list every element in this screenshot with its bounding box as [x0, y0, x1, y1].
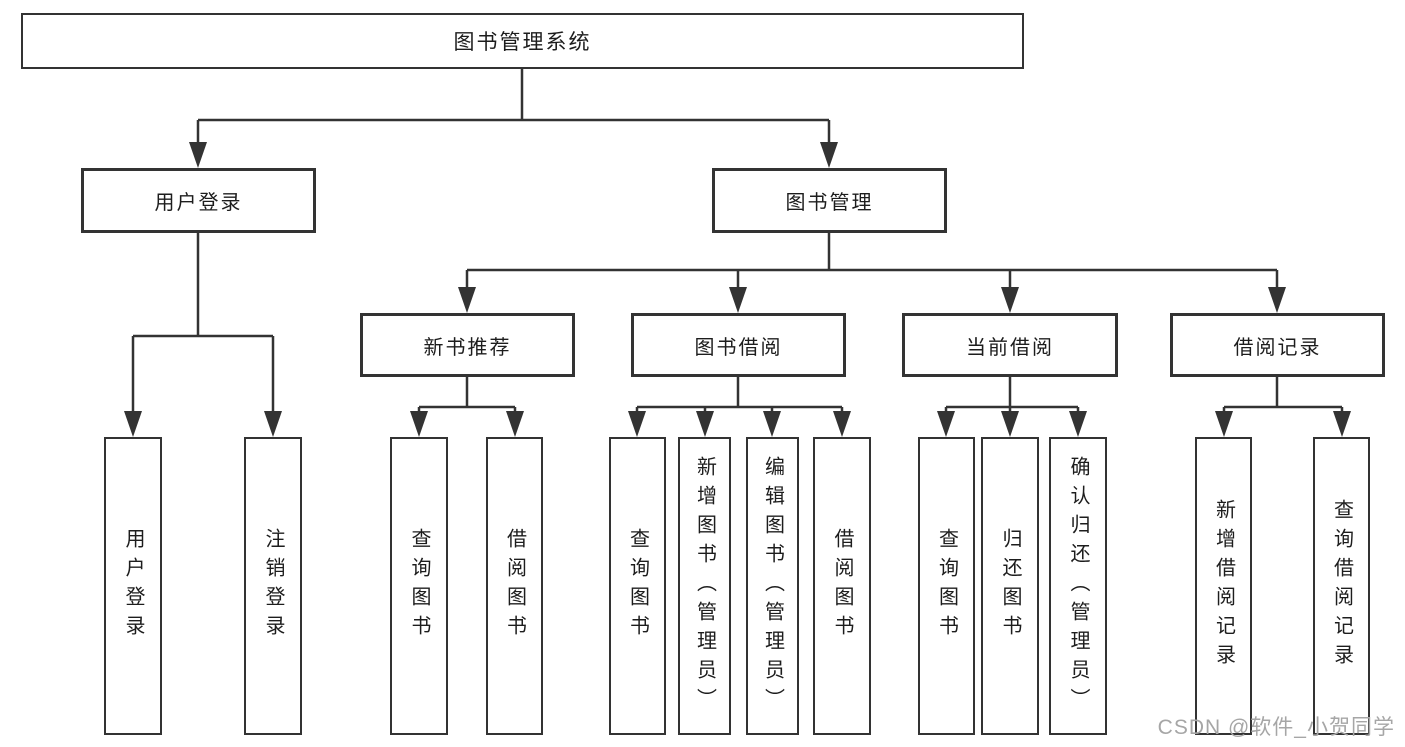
leaf-records-add-record: 新增借阅记录 — [1195, 437, 1252, 735]
leaf-current-query-book: 查询图书 — [918, 437, 975, 735]
node-label: 图书管理 — [785, 192, 874, 214]
leaf-recommend-borrow-book: 借阅图书 — [486, 437, 543, 735]
arrowheads — [124, 142, 1351, 437]
arrow-icon — [1069, 411, 1087, 437]
node-user-login: 用户登录 — [81, 168, 316, 233]
leaf-borrow-borrow-book: 借阅图书 — [813, 437, 871, 735]
arrow-icon — [833, 411, 851, 437]
arrow-icon — [1001, 411, 1019, 437]
node-label: 查询借阅记录 — [1330, 499, 1353, 673]
arrow-icon — [458, 287, 476, 313]
arrow-icon — [628, 411, 646, 437]
leaf-user-login: 用户登录 — [104, 437, 162, 735]
node-label: 查询图书 — [408, 528, 430, 644]
leaf-borrow-add-book-admin: 新增图书（管理员） — [678, 437, 731, 735]
node-label: 借阅图书 — [503, 528, 526, 644]
node-label: 图书借阅 — [694, 336, 783, 359]
connector-root-to-level2 — [196, 69, 831, 150]
node-label: 归还图书 — [999, 528, 1021, 644]
node-new-book-recommend: 新书推荐 — [360, 313, 575, 377]
node-label: 查询图书 — [935, 528, 958, 644]
connector-new-book-branch — [417, 377, 517, 418]
node-current-borrow: 当前借阅 — [902, 313, 1118, 377]
node-label: 借阅记录 — [1233, 336, 1322, 359]
node-book-management: 图书管理 — [712, 168, 947, 233]
arrow-icon — [729, 287, 747, 313]
arrow-icon — [937, 411, 955, 437]
csdn-watermark: CSDN @软件_小贺同学 — [1157, 716, 1395, 739]
arrow-icon — [1268, 287, 1286, 313]
arrow-icon — [189, 142, 207, 168]
node-label: 借阅图书 — [831, 528, 853, 644]
arrow-icon — [410, 411, 428, 437]
leaf-current-return-book: 归还图书 — [981, 437, 1039, 735]
node-label: 图书管理系统 — [453, 31, 592, 54]
arrow-icon — [1001, 287, 1019, 313]
connector-borrow-records-branch — [1222, 377, 1344, 418]
arrow-icon — [124, 411, 142, 437]
node-label: 确认归还（管理员） — [1067, 455, 1089, 717]
arrow-icon — [264, 411, 282, 437]
connector-book-borrow-branch — [635, 377, 844, 418]
node-label: 查询图书 — [626, 528, 649, 644]
leaf-records-query-record: 查询借阅记录 — [1313, 437, 1370, 735]
arrow-icon — [820, 142, 838, 168]
connector-user-login-branch — [131, 233, 275, 418]
leaf-recommend-query-book: 查询图书 — [390, 437, 448, 735]
node-label: 新增图书（管理员） — [693, 455, 716, 717]
node-label: 用户登录 — [154, 192, 243, 214]
arrow-icon — [506, 411, 524, 437]
leaf-logout: 注销登录 — [244, 437, 302, 735]
arrow-icon — [696, 411, 714, 437]
leaf-borrow-edit-book-admin: 编辑图书（管理员） — [746, 437, 799, 735]
connector-book-management-branch — [465, 233, 1279, 295]
arrow-icon — [1333, 411, 1351, 437]
node-label: 注销登录 — [262, 528, 284, 644]
node-label: 编辑图书（管理员） — [761, 455, 784, 717]
node-label: 新增借阅记录 — [1212, 499, 1235, 673]
node-book-borrow: 图书借阅 — [631, 313, 846, 377]
leaf-borrow-query-book: 查询图书 — [609, 437, 666, 735]
arrow-icon — [763, 411, 781, 437]
node-borrow-records: 借阅记录 — [1170, 313, 1385, 377]
node-label: 新书推荐 — [423, 336, 512, 359]
node-label: 当前借阅 — [966, 336, 1054, 359]
node-library-management-system: 图书管理系统 — [21, 13, 1024, 69]
arrow-icon — [1215, 411, 1233, 437]
node-label: 用户登录 — [122, 528, 144, 644]
leaf-current-confirm-return-admin: 确认归还（管理员） — [1049, 437, 1107, 735]
